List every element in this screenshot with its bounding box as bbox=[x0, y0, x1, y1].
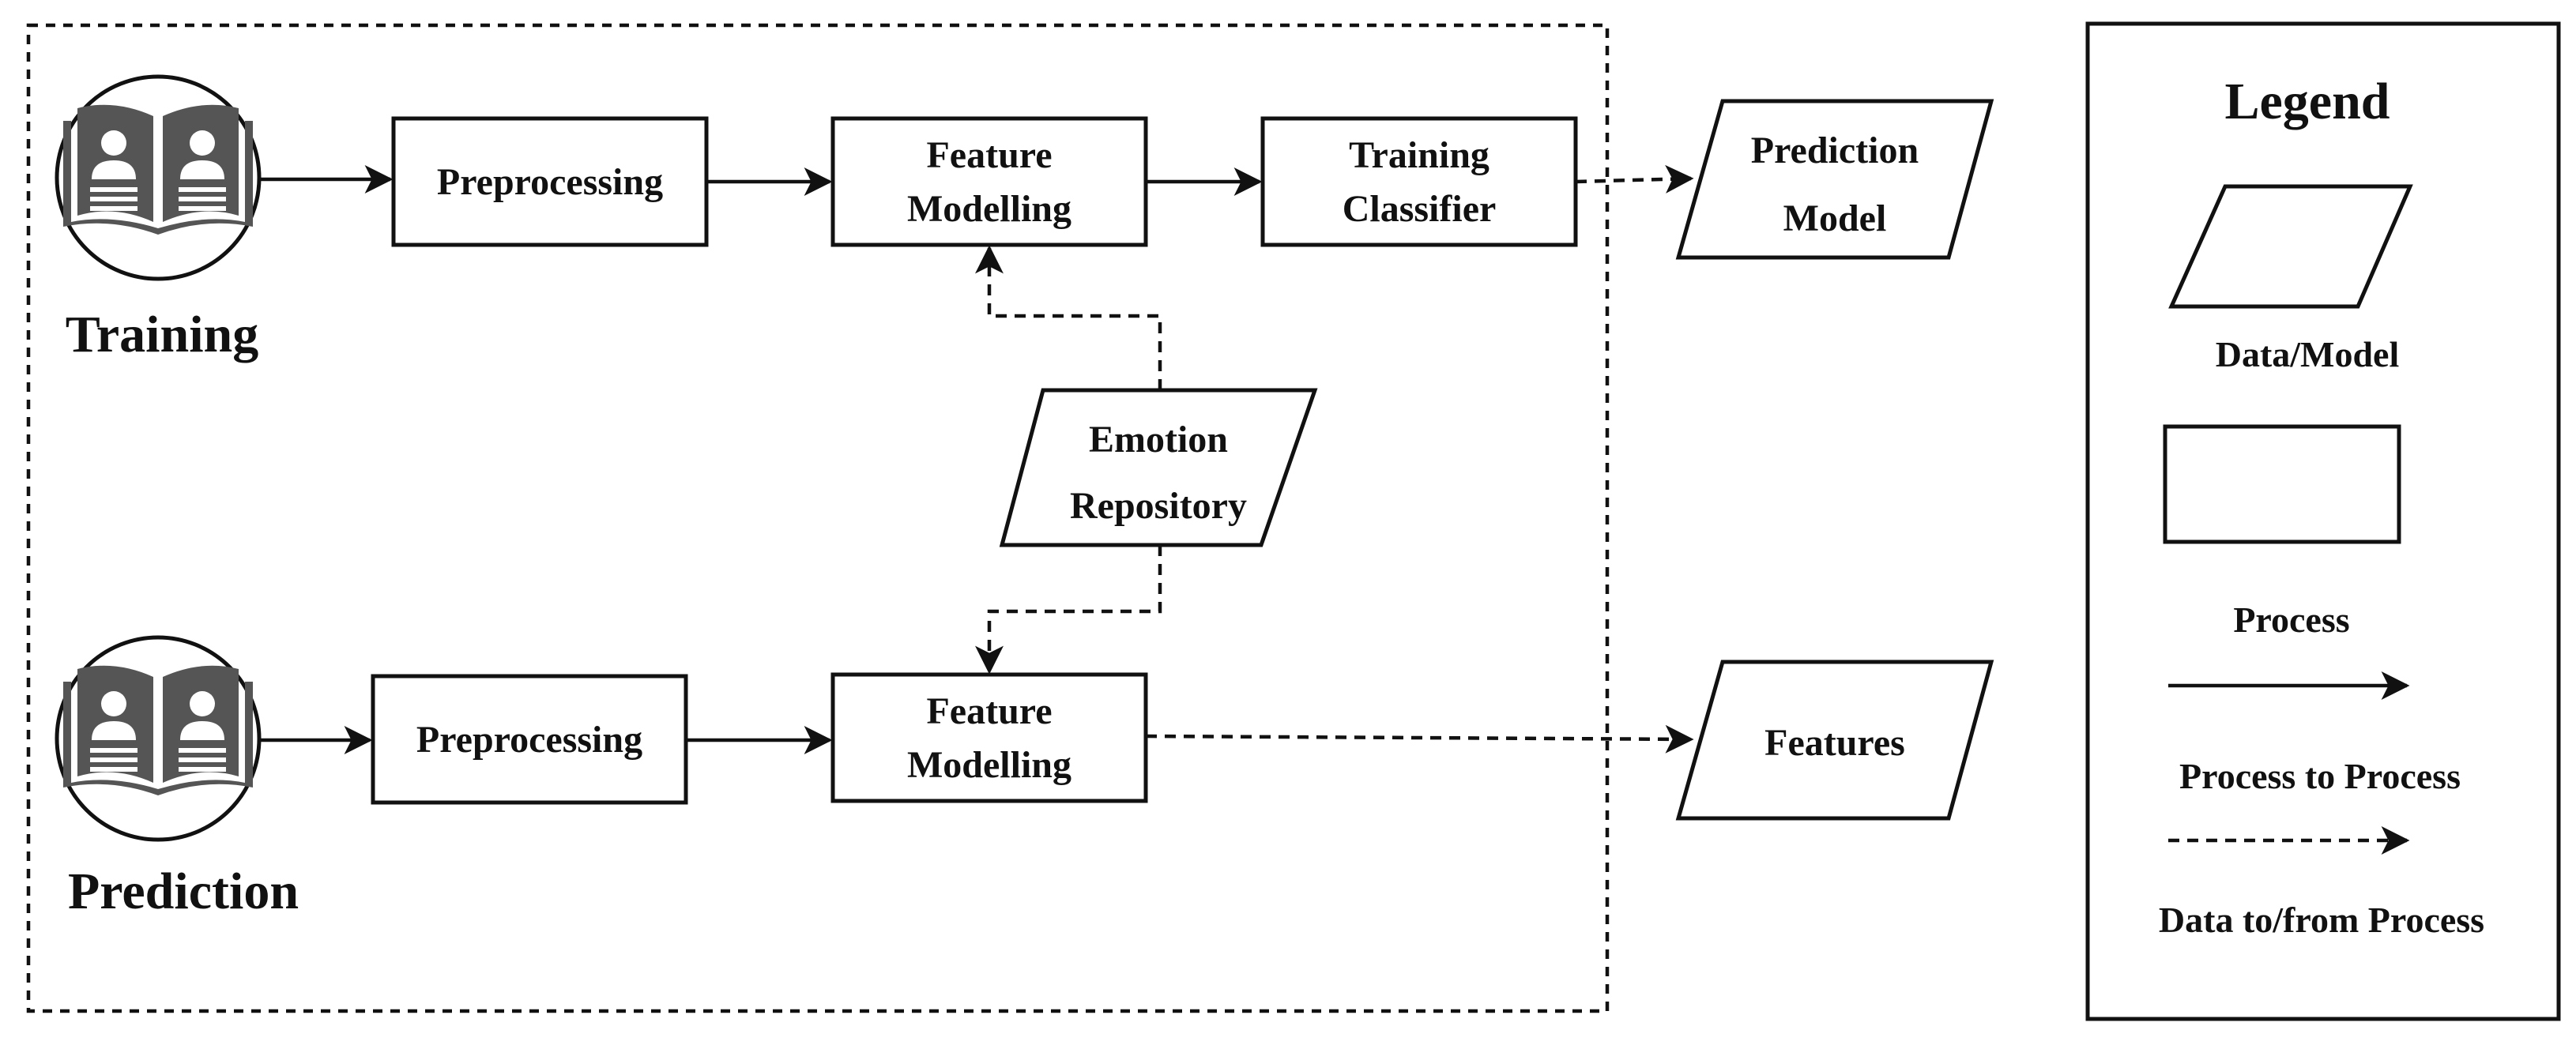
prediction-preprocessing-box bbox=[371, 674, 688, 805]
prediction-feature-modelling-label-line1: Feature bbox=[926, 690, 1052, 732]
emotion-repository-label-line2: Repository bbox=[1070, 485, 1247, 527]
prediction-model-label-line1: Prediction bbox=[1751, 130, 1919, 171]
prediction-model-label-line2: Model bbox=[1783, 197, 1887, 239]
prediction-feature-modelling-label-line2: Modelling bbox=[907, 744, 1071, 786]
training-preprocessing-label: Preprocessing bbox=[437, 161, 663, 203]
dashed-arrow-repository-to-prediction-feature bbox=[975, 545, 1162, 675]
legend-data-to-from-process-label: Data to/from Process bbox=[2159, 900, 2484, 940]
prediction-feature-modelling-box bbox=[830, 672, 1148, 803]
dashed-arrow-feature-to-features bbox=[1145, 724, 1694, 754]
emotion-repository-data bbox=[999, 388, 1318, 547]
legend-process-to-process-label: Process to Process bbox=[2179, 756, 2461, 796]
training-feature-modelling-label-line1: Feature bbox=[926, 134, 1052, 176]
legend-process-shape bbox=[2163, 424, 2401, 544]
training-feature-modelling-box bbox=[830, 116, 1148, 247]
legend: Legend Data/Model Process Process to Pro… bbox=[2085, 21, 2561, 1021]
prediction-stage-label: Prediction bbox=[68, 863, 299, 920]
training-preprocessing-box bbox=[391, 116, 709, 247]
dashed-arrow-repository-to-training-feature bbox=[975, 245, 1162, 390]
training-classifier-label-line2: Classifier bbox=[1343, 188, 1497, 230]
system-boundary bbox=[26, 23, 1610, 1013]
training-classifier-box bbox=[1260, 116, 1578, 247]
training-feature-modelling-label-line2: Modelling bbox=[907, 188, 1071, 230]
training-classifier-label-line1: Training bbox=[1349, 134, 1489, 176]
prediction-preprocessing-label: Preprocessing bbox=[416, 719, 642, 761]
prediction-stage-icon bbox=[55, 635, 262, 842]
legend-title: Legend bbox=[2224, 73, 2390, 130]
features-label: Features bbox=[1764, 722, 1905, 764]
legend-data-model-label: Data/Model bbox=[2216, 334, 2400, 374]
features-data bbox=[1675, 660, 1994, 821]
legend-process-label: Process bbox=[2233, 600, 2349, 640]
training-stage-label: Training bbox=[66, 306, 259, 363]
legend-data-model-shape bbox=[2168, 184, 2413, 309]
prediction-model-data bbox=[1675, 99, 1994, 260]
emotion-repository-label-line1: Emotion bbox=[1089, 419, 1228, 460]
dashed-arrow-classifier-to-prediction-model bbox=[1575, 164, 1694, 194]
training-stage-icon bbox=[55, 74, 262, 281]
